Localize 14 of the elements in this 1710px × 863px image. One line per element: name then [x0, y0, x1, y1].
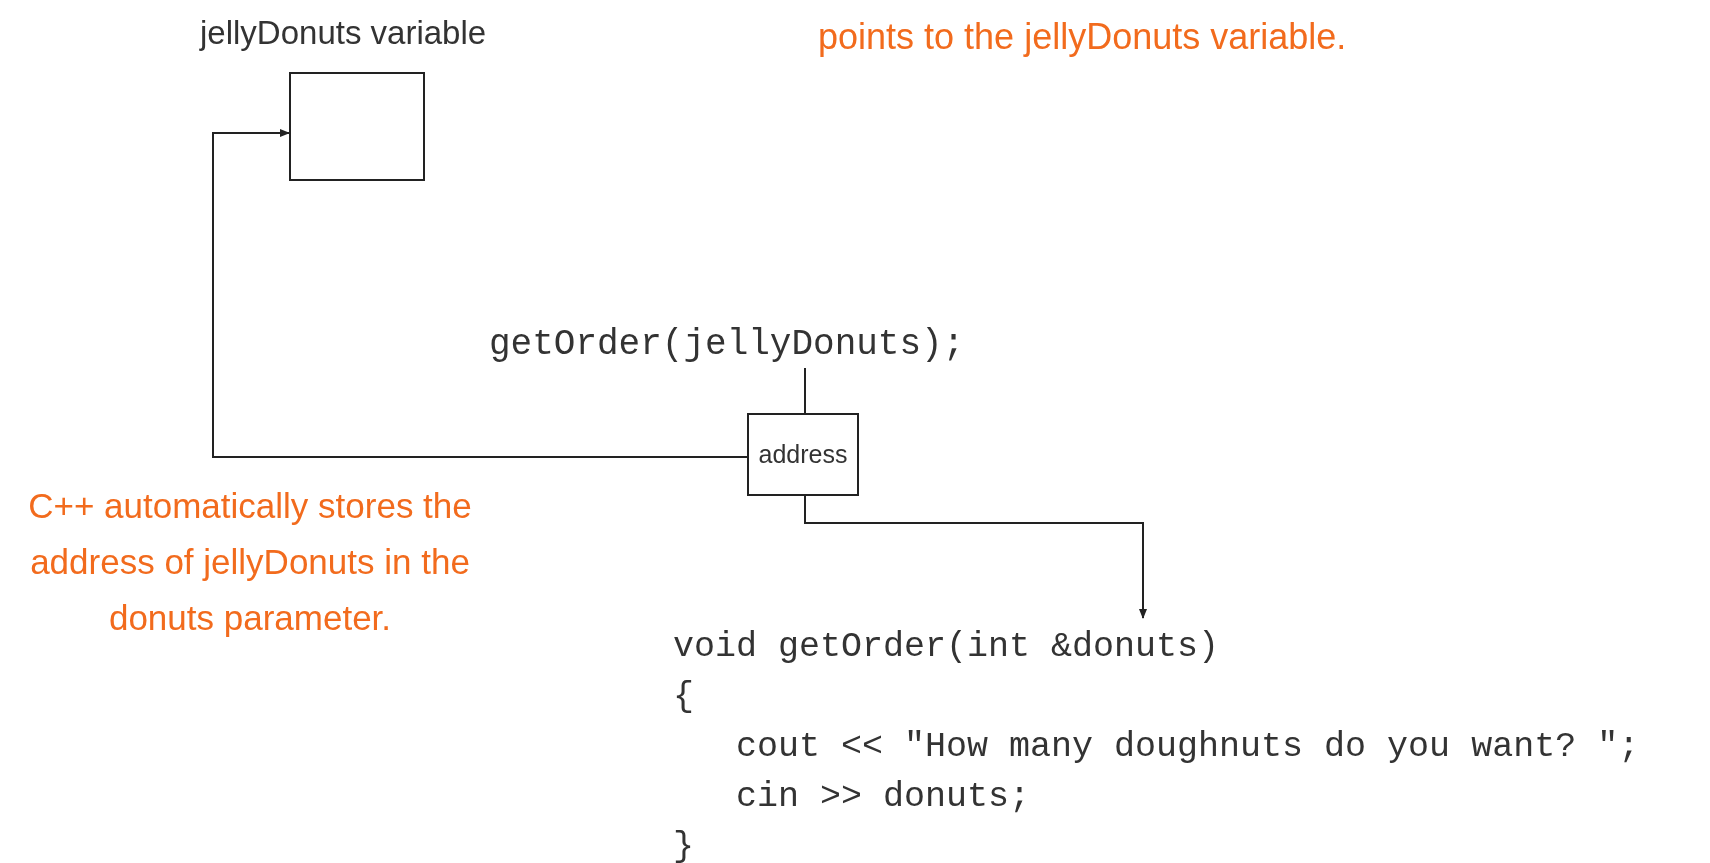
- code-line: cin >> donuts;: [735, 776, 1032, 819]
- code-line: cout << "How many doughnuts do you want? ";: [735, 726, 1640, 769]
- arrow: [804, 495, 1147, 619]
- annotation-text: C++ automatically stores the address of jellyDonuts in the donuts parameter.: [27, 485, 473, 639]
- function-call-code: getOrder(jellyDonuts);: [489, 322, 965, 368]
- address-box: address: [747, 413, 859, 496]
- code-line: {: [673, 676, 695, 719]
- annotation-text: points to the jellyDonuts variable.: [818, 15, 1347, 59]
- code-line: }: [673, 826, 695, 863]
- variable-label: jellyDonuts variable: [200, 13, 487, 53]
- code-line: void getOrder(int &donuts): [673, 626, 1221, 669]
- variable-box: [289, 72, 425, 181]
- arrow: [212, 129, 748, 458]
- connector-line: [804, 367, 806, 414]
